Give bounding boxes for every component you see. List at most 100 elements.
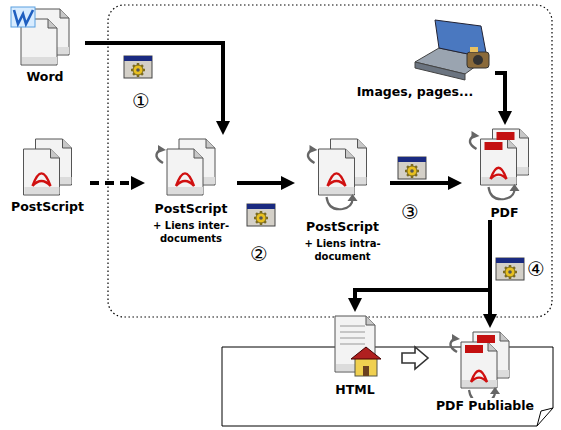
window-frame bbox=[247, 204, 275, 226]
page-fold bbox=[520, 129, 529, 138]
gear-hub bbox=[508, 270, 512, 274]
flow-arrow bbox=[488, 220, 492, 314]
page-fold bbox=[63, 139, 72, 148]
window-titlebar bbox=[124, 56, 152, 61]
page-shade bbox=[22, 57, 57, 64]
text-line bbox=[340, 326, 365, 327]
node-icon bbox=[310, 312, 400, 382]
icon-drawing bbox=[5, 5, 85, 69]
node-icon bbox=[430, 328, 540, 398]
icon-drawing bbox=[462, 125, 547, 205]
page-shade bbox=[320, 187, 355, 194]
link-curl-head bbox=[158, 145, 166, 153]
node-icon bbox=[5, 5, 85, 69]
callout-number: ③ bbox=[401, 201, 419, 223]
house-roof bbox=[351, 347, 381, 359]
icon-node: Word bbox=[5, 5, 85, 84]
node-name: PDF bbox=[462, 205, 547, 220]
page-shade bbox=[482, 177, 517, 184]
page-shape bbox=[319, 149, 355, 195]
node-name: PostScript bbox=[295, 219, 390, 234]
link-curl-head bbox=[310, 145, 318, 153]
gear-hub bbox=[136, 68, 140, 72]
scanner-front bbox=[415, 62, 465, 80]
acrobat-logo bbox=[471, 371, 487, 382]
text-line bbox=[340, 332, 365, 333]
icon-node: PostScript bbox=[5, 135, 90, 214]
intra-link bbox=[489, 187, 515, 199]
callout-number: ④ bbox=[527, 258, 545, 280]
icon-drawing bbox=[310, 312, 400, 382]
page-shape bbox=[24, 149, 60, 195]
intra-link-head bbox=[510, 184, 520, 191]
node-name: HTML bbox=[310, 382, 400, 397]
icon-node: PostScript+ Liens inter-documents bbox=[145, 135, 237, 245]
window-titlebar bbox=[398, 157, 426, 162]
page-shade bbox=[168, 187, 203, 194]
node-icon bbox=[335, 18, 495, 84]
flow-arrow bbox=[390, 181, 448, 185]
camera-lens bbox=[473, 55, 483, 65]
word-logo bbox=[14, 10, 33, 24]
page-fold bbox=[48, 19, 57, 28]
intra-link-head bbox=[490, 387, 500, 394]
node-icon bbox=[5, 135, 90, 199]
icon-drawing bbox=[430, 328, 540, 398]
page-shape bbox=[481, 139, 517, 185]
link-curl-head bbox=[472, 131, 480, 139]
window-titlebar bbox=[247, 204, 275, 209]
page-fold bbox=[206, 139, 215, 148]
flow-arrow bbox=[495, 73, 505, 111]
gear bbox=[133, 65, 143, 75]
link-curl-head bbox=[452, 334, 460, 342]
callout-number: ① bbox=[132, 90, 150, 112]
acrobat-logo bbox=[328, 173, 346, 186]
icon-node: PDF bbox=[462, 125, 547, 220]
page-fold bbox=[488, 342, 497, 351]
node-name: PDF Publiable bbox=[430, 398, 540, 413]
text-line bbox=[340, 338, 365, 339]
acrobat-logo bbox=[176, 173, 194, 186]
pdf-badge bbox=[477, 335, 495, 343]
node-icon bbox=[462, 125, 547, 205]
node-note: + Liens intra-document bbox=[295, 237, 390, 263]
icon-node: PDF Publiable bbox=[430, 328, 540, 413]
icon-node: HTML bbox=[310, 312, 400, 397]
gear bbox=[505, 267, 515, 277]
page-fold bbox=[346, 149, 355, 158]
window-frame bbox=[496, 258, 524, 280]
hollow-arrow bbox=[402, 347, 428, 369]
gear bbox=[407, 166, 417, 176]
intra-link bbox=[327, 197, 353, 209]
word-tile bbox=[11, 7, 35, 27]
node-icon bbox=[145, 135, 237, 201]
window-frame bbox=[398, 157, 426, 179]
gear-hub bbox=[410, 169, 414, 173]
page-fold bbox=[194, 149, 203, 158]
icon-drawing bbox=[5, 135, 90, 199]
gear-hub bbox=[259, 216, 263, 220]
acrobat-logo bbox=[33, 173, 51, 186]
tool-icon bbox=[247, 204, 275, 226]
node-name: Word bbox=[5, 69, 85, 84]
page-fold bbox=[500, 332, 509, 341]
pdf-badge bbox=[485, 142, 503, 150]
acrobat-logo bbox=[491, 168, 507, 179]
connectors bbox=[85, 43, 505, 369]
page-fold bbox=[508, 139, 517, 148]
house-wall bbox=[355, 358, 377, 376]
process-region bbox=[108, 5, 552, 317]
callout-number: ② bbox=[250, 243, 268, 265]
tool-icon bbox=[496, 258, 524, 280]
page-fold bbox=[537, 408, 553, 426]
house-door bbox=[363, 366, 369, 376]
flow-arrow bbox=[237, 181, 281, 185]
icon-drawing bbox=[295, 135, 390, 219]
camera-flash bbox=[470, 47, 478, 52]
gear bbox=[256, 213, 266, 223]
tool-icon bbox=[398, 157, 426, 179]
pdf-badge bbox=[465, 345, 483, 353]
node-note: + Liens inter-documents bbox=[145, 219, 237, 245]
icon-drawing bbox=[145, 135, 237, 201]
